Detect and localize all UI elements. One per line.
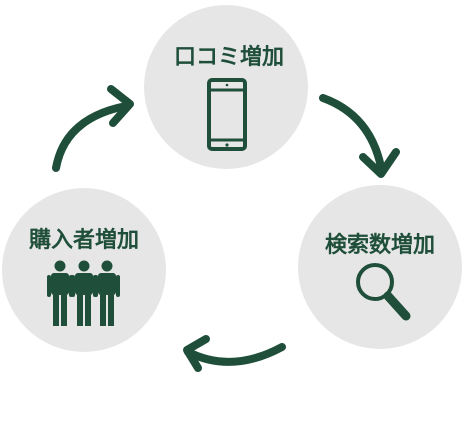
arrow-to-search [319,94,400,178]
node-word-of-mouth: 口コミ増加 [144,5,308,169]
magnifier-icon [356,263,411,321]
node-circle [144,5,308,169]
people-icon [47,260,120,326]
arrow-to-word-of-mouth [52,85,134,172]
node-search-count: 検索数増加 [298,185,462,349]
node-purchasers: 購入者増加 [2,188,166,352]
node-label: 購入者増加 [29,227,139,253]
smartphone-icon [207,78,247,151]
node-label: 口コミ増加 [174,44,284,70]
node-label: 検索数増加 [325,232,435,258]
arrow-to-purchasers [183,335,286,372]
